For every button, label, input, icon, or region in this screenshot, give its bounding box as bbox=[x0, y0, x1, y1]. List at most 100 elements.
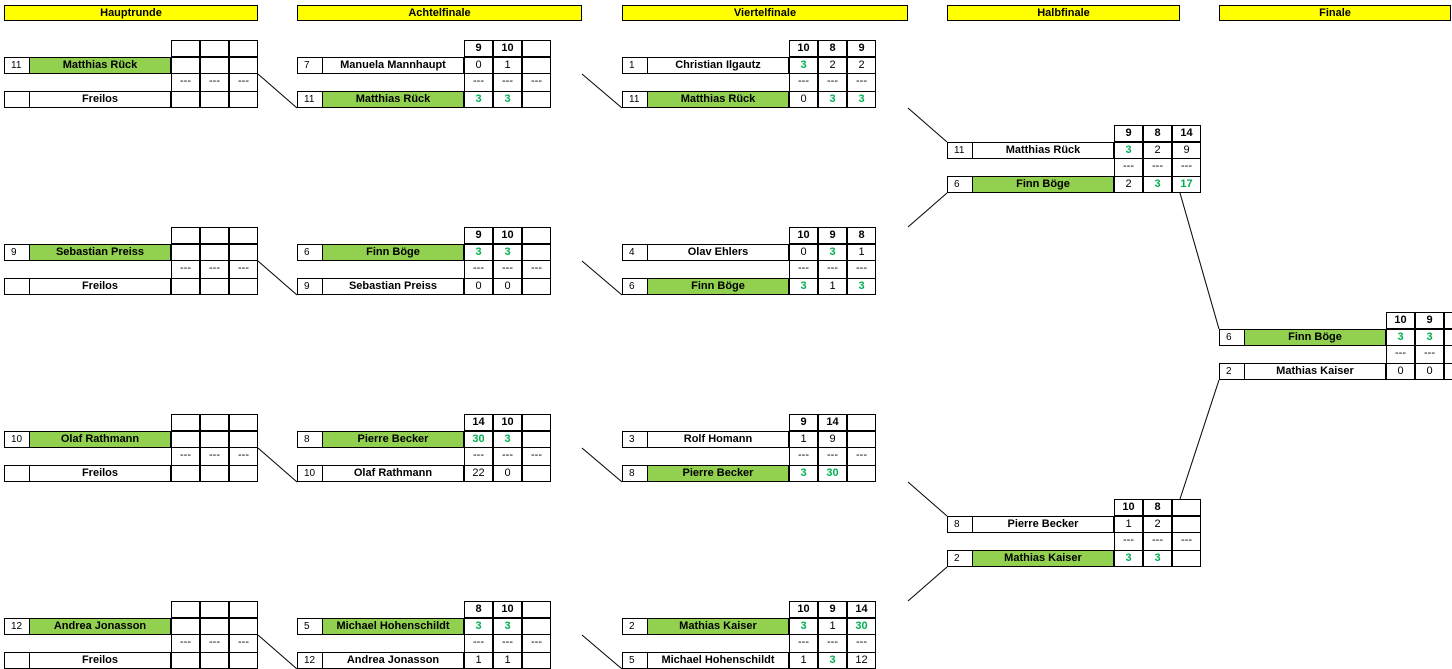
game-score: 0 bbox=[464, 278, 493, 295]
player-seed: 5 bbox=[622, 652, 648, 669]
winner-name: Finn Böge bbox=[1244, 329, 1386, 346]
player-seed: 12 bbox=[297, 652, 323, 669]
score-separator: --- bbox=[522, 261, 551, 278]
player-seed bbox=[4, 91, 30, 108]
winner-name: Finn Böge bbox=[322, 244, 464, 261]
score-separator: --- bbox=[200, 635, 229, 652]
game-score: 0 bbox=[493, 465, 522, 482]
score-separator: --- bbox=[847, 261, 876, 278]
score-separator: --- bbox=[522, 74, 551, 91]
round-header-viertelfinale: Viertelfinale bbox=[622, 5, 908, 21]
score-separator: --- bbox=[847, 635, 876, 652]
game-header-cell: 10 bbox=[1114, 499, 1143, 516]
game-header-cell bbox=[522, 40, 551, 57]
winner-name: Matthias Rück bbox=[647, 91, 789, 108]
game-header-cell bbox=[200, 227, 229, 244]
game-score bbox=[200, 57, 229, 74]
score-separator: --- bbox=[200, 74, 229, 91]
game-score: 3 bbox=[789, 57, 818, 74]
game-header-cell: 10 bbox=[493, 414, 522, 431]
game-header-cell bbox=[171, 40, 200, 57]
game-score bbox=[522, 431, 551, 448]
game-header-cell bbox=[229, 601, 258, 618]
game-score: 3 bbox=[493, 244, 522, 261]
game-score: 3 bbox=[1415, 329, 1444, 346]
score-separator: --- bbox=[229, 635, 258, 652]
game-score bbox=[1444, 329, 1452, 346]
player-seed: 11 bbox=[947, 142, 973, 159]
winner-name: Mathias Kaiser bbox=[647, 618, 789, 635]
player-name: Mathias Kaiser bbox=[1244, 363, 1386, 380]
game-score: 1 bbox=[493, 57, 522, 74]
player-name: Rolf Homann bbox=[647, 431, 789, 448]
game-score bbox=[1172, 516, 1201, 533]
game-score: 3 bbox=[493, 431, 522, 448]
score-separator: --- bbox=[789, 448, 818, 465]
game-score: 3 bbox=[464, 91, 493, 108]
game-score: 3 bbox=[789, 278, 818, 295]
game-header-cell: 9 bbox=[1114, 125, 1143, 142]
game-score: 1 bbox=[818, 278, 847, 295]
game-score bbox=[171, 91, 200, 108]
game-header-cell: 8 bbox=[1143, 499, 1172, 516]
game-score bbox=[229, 431, 258, 448]
game-score: 0 bbox=[1415, 363, 1444, 380]
game-score bbox=[229, 278, 258, 295]
score-separator: --- bbox=[818, 635, 847, 652]
game-header-cell: 8 bbox=[847, 227, 876, 244]
game-score: 2 bbox=[1143, 516, 1172, 533]
game-score: 3 bbox=[847, 91, 876, 108]
game-score: 1 bbox=[1114, 516, 1143, 533]
game-header-cell: 8 bbox=[1143, 125, 1172, 142]
game-score: 30 bbox=[464, 431, 493, 448]
game-score: 0 bbox=[493, 278, 522, 295]
game-score: 22 bbox=[464, 465, 493, 482]
game-score bbox=[522, 91, 551, 108]
score-separator: --- bbox=[1172, 159, 1201, 176]
game-score bbox=[1444, 363, 1452, 380]
player-seed: 10 bbox=[4, 431, 30, 448]
game-header-cell bbox=[1172, 499, 1201, 516]
score-separator: --- bbox=[493, 635, 522, 652]
score-separator: --- bbox=[171, 448, 200, 465]
round-header-halbfinale: Halbfinale bbox=[947, 5, 1180, 21]
game-header-cell: 10 bbox=[493, 601, 522, 618]
game-header-cell bbox=[229, 414, 258, 431]
game-header-cell: 9 bbox=[818, 227, 847, 244]
player-name: Olav Ehlers bbox=[647, 244, 789, 261]
game-header-cell: 14 bbox=[818, 414, 847, 431]
score-separator: --- bbox=[789, 261, 818, 278]
game-score: 1 bbox=[464, 652, 493, 669]
game-header-cell: 10 bbox=[789, 227, 818, 244]
game-score: 3 bbox=[464, 618, 493, 635]
game-header-cell: 8 bbox=[818, 40, 847, 57]
game-score bbox=[229, 57, 258, 74]
game-header-cell: 9 bbox=[847, 40, 876, 57]
score-separator: --- bbox=[493, 448, 522, 465]
player-seed: 2 bbox=[947, 550, 973, 567]
game-score: 9 bbox=[1172, 142, 1201, 159]
score-separator: --- bbox=[171, 261, 200, 278]
game-score: 3 bbox=[789, 618, 818, 635]
game-score bbox=[1172, 550, 1201, 567]
game-score: 3 bbox=[818, 244, 847, 261]
game-score: 3 bbox=[1114, 550, 1143, 567]
winner-name: Finn Böge bbox=[972, 176, 1114, 193]
game-score bbox=[847, 431, 876, 448]
game-header-cell: 9 bbox=[1415, 312, 1444, 329]
score-separator: --- bbox=[847, 74, 876, 91]
game-score: 1 bbox=[789, 652, 818, 669]
score-separator: --- bbox=[1415, 346, 1444, 363]
game-score bbox=[200, 278, 229, 295]
game-header-cell: 10 bbox=[789, 40, 818, 57]
game-header-cell bbox=[200, 414, 229, 431]
game-header-cell: 9 bbox=[464, 40, 493, 57]
game-score bbox=[171, 431, 200, 448]
player-seed: 8 bbox=[947, 516, 973, 533]
